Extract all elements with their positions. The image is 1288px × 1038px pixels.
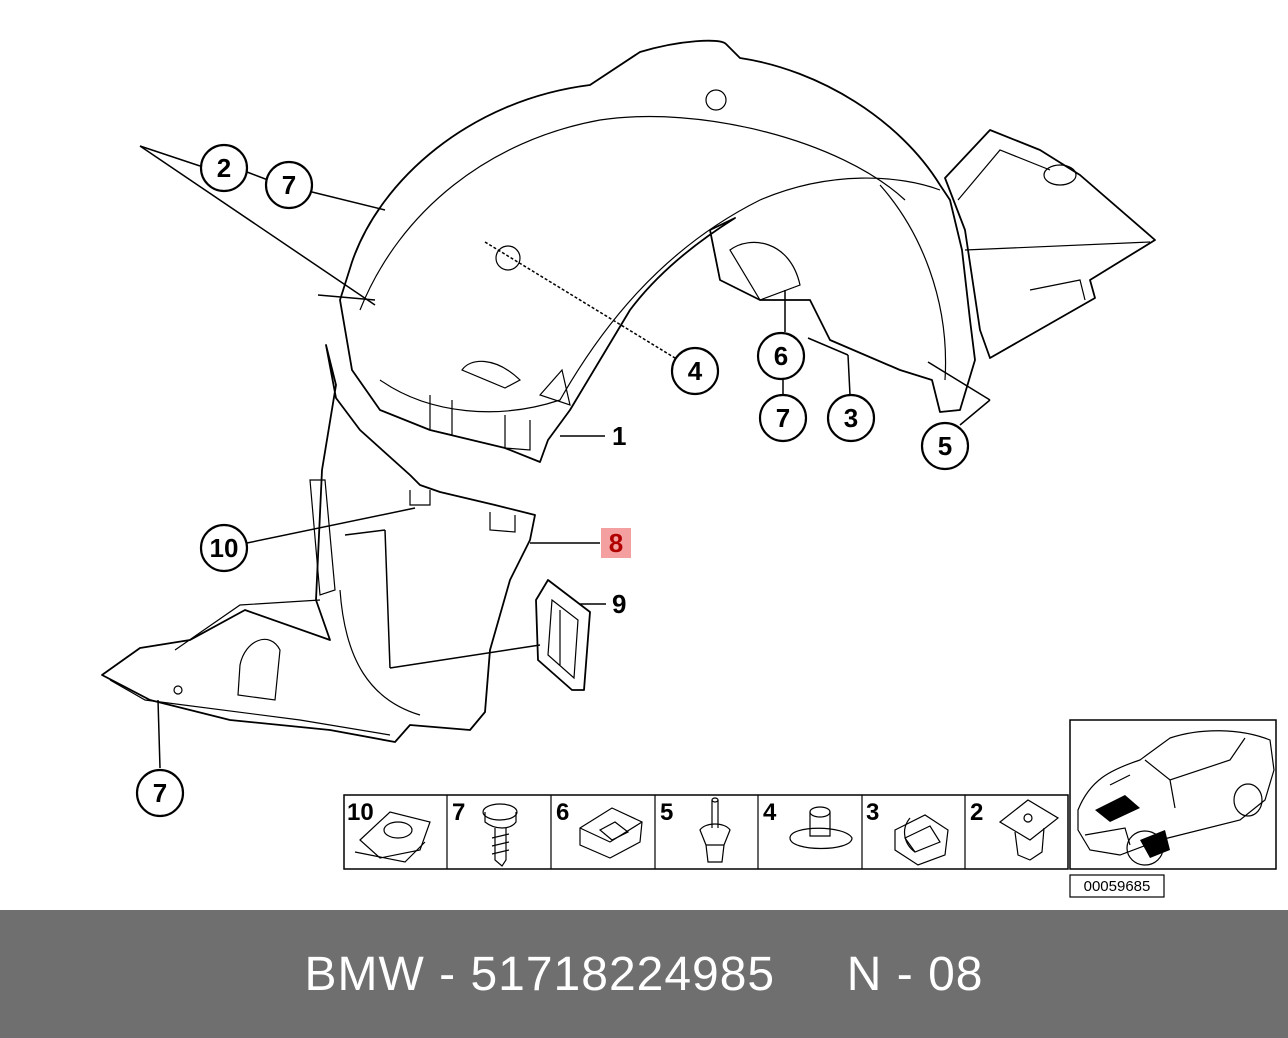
legend-cell-7: 7 [452, 799, 518, 867]
car-thumbnail [1069, 719, 1277, 870]
legend-cell-10: 10 [347, 799, 431, 863]
svg-text:7: 7 [153, 778, 167, 808]
svg-text:10: 10 [210, 533, 239, 563]
callout-5: 5 [920, 421, 970, 471]
svg-text:1: 1 [612, 421, 626, 451]
svg-text:9: 9 [612, 589, 626, 619]
callout-7-bottom: 7 [135, 768, 185, 818]
wheel-arch-liner-part [339, 39, 976, 463]
svg-text:2: 2 [970, 799, 983, 826]
callout-9: 9 [612, 589, 626, 619]
callout-4: 4 [670, 346, 720, 396]
footer-bar: BMW - 51718224985 N - 08 [0, 910, 1288, 1038]
callout-3: 3 [826, 393, 876, 443]
callout-2: 2 [199, 143, 249, 193]
lower-liner-part [101, 344, 536, 743]
reference-code-box: 00059685 [1069, 874, 1165, 898]
svg-text:2: 2 [217, 153, 231, 183]
part-number-label: BMW - 51718224985 N - 08 [304, 947, 984, 1001]
svg-text:5: 5 [660, 799, 673, 826]
callout-8-highlighted: 8 [601, 528, 631, 558]
leader-lines [139, 145, 991, 769]
svg-text:3: 3 [866, 799, 879, 826]
callout-7-top: 7 [264, 160, 314, 210]
svg-text:10: 10 [347, 799, 374, 826]
svg-text:7: 7 [452, 799, 465, 826]
legend-cell-4: 4 [763, 799, 853, 850]
callout-1: 1 [612, 421, 626, 451]
legend-cell-5: 5 [660, 797, 731, 863]
svg-text:5: 5 [938, 431, 952, 461]
legend-cell-6: 6 [556, 799, 643, 859]
legend-cell-3: 3 [866, 799, 949, 866]
callout-10: 10 [199, 523, 249, 573]
svg-text:4: 4 [763, 799, 777, 826]
svg-text:7: 7 [282, 170, 296, 200]
grille-part [535, 579, 591, 691]
svg-text:6: 6 [774, 341, 788, 371]
legend-cell-2: 2 [970, 799, 1060, 861]
svg-text:7: 7 [776, 403, 790, 433]
callout-6: 6 [756, 331, 806, 381]
svg-text:4: 4 [688, 356, 703, 386]
parts-diagram: 2 7 4 6 7 3 5 1 10 8 9 7 [101, 39, 1277, 898]
svg-text:6: 6 [556, 799, 569, 826]
svg-text:8: 8 [609, 528, 623, 558]
callout-7-middle: 7 [758, 393, 808, 443]
fastener-legend: 10 7 6 5 4 [343, 794, 1069, 870]
svg-text:00059685: 00059685 [1084, 878, 1151, 895]
rear-panel-part [944, 129, 1156, 359]
svg-text:3: 3 [844, 403, 858, 433]
